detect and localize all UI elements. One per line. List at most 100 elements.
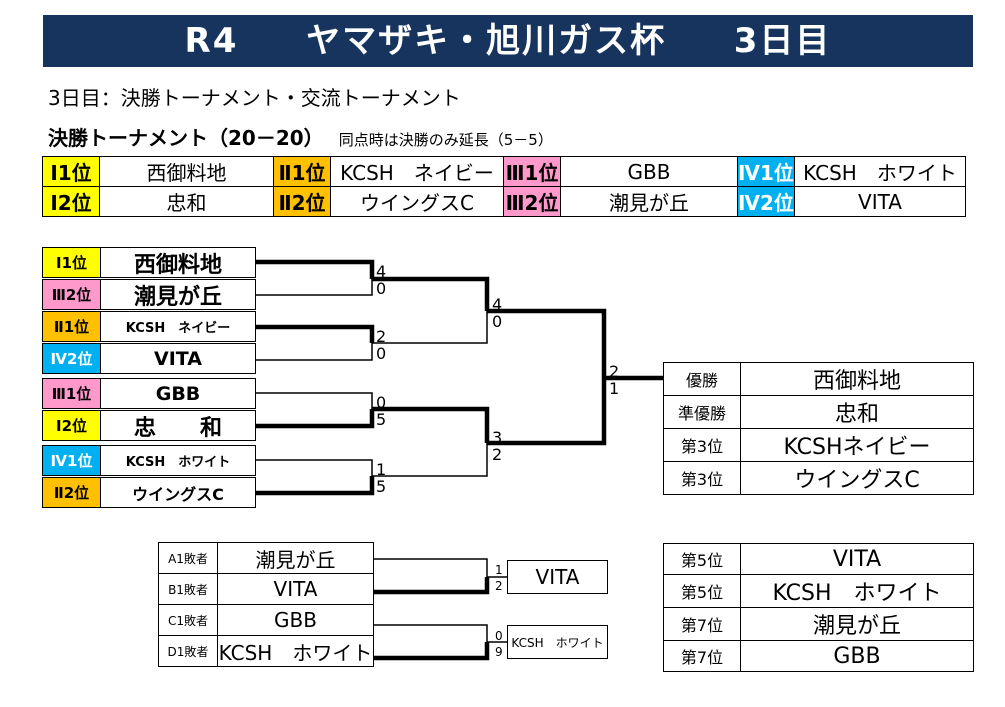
group-team: VITA	[794, 186, 966, 217]
score: 4	[492, 295, 503, 314]
score: 1	[609, 379, 620, 398]
score: 1	[495, 563, 503, 577]
seed-pos: Ⅱ2位	[43, 478, 101, 507]
bracket-seed: Ⅱ1位 KCSH ネイビー	[42, 311, 256, 342]
score: 2	[492, 445, 503, 464]
rank-team: KCSHネイビー	[740, 428, 974, 462]
loser-label: D1敗者	[158, 635, 218, 667]
table-row: 第3位 KCSHネイビー	[663, 428, 974, 462]
score: 5	[376, 477, 387, 496]
group-team: 西御料地	[99, 156, 274, 187]
seed-pos: Ⅲ2位	[43, 280, 101, 309]
consolation-winner: VITA	[507, 560, 608, 594]
group-pos: Ⅱ2位	[273, 186, 331, 217]
group-pos: Ⅰ2位	[42, 186, 100, 217]
rank-team: 西御料地	[740, 362, 974, 396]
seed-team: KCSH ネイビー	[125, 321, 231, 336]
score: 1	[376, 460, 387, 479]
loser-label: C1敗者	[158, 604, 218, 636]
title-name: ヤマザキ・旭川ガス杯	[306, 21, 667, 61]
seed-team: 忠 和	[133, 415, 222, 441]
title-year: R4	[184, 21, 239, 61]
rank-label: 優勝	[663, 362, 741, 396]
score: 9	[495, 645, 503, 659]
rank-label: 第7位	[663, 607, 741, 641]
seed-pos: Ⅰ1位	[43, 248, 101, 277]
note-heading: 決勝トーナメント（20－20）	[48, 126, 324, 150]
score: 0	[376, 344, 387, 363]
table-row: Ⅰ2位 忠和 Ⅱ2位 ウイングスC Ⅲ2位 潮見が丘 Ⅳ2位 VITA	[42, 186, 966, 217]
rank-team: VITA	[740, 543, 974, 575]
rank-label: 第3位	[663, 428, 741, 462]
table-row: 優勝 西御料地	[663, 362, 974, 396]
score: 0	[376, 279, 387, 298]
table-row: Ⅰ1位 西御料地 Ⅱ1位 KCSH ネイビー Ⅲ1位 GBB Ⅳ1位 KCSH …	[42, 156, 966, 187]
rank-label: 第7位	[663, 640, 741, 672]
group-pos: Ⅰ1位	[42, 156, 100, 187]
page-title: R4 ヤマザキ・旭川ガス杯 3日目	[43, 15, 973, 67]
loser-team: 潮見が丘	[217, 542, 374, 574]
score: 2	[495, 579, 503, 593]
tournament-note: 決勝トーナメント（20－20） 同点時は決勝のみ延長（5－5）	[48, 122, 553, 151]
bracket-seed: Ⅲ2位 潮見が丘	[42, 279, 256, 310]
table-row: 準優勝 忠和	[663, 395, 974, 429]
group-pos: Ⅲ2位	[503, 186, 561, 217]
title-day: 3日目	[733, 21, 832, 61]
score: 5	[376, 410, 387, 429]
score: 4	[376, 262, 387, 281]
seed-team: KCSH ホワイト	[125, 455, 231, 470]
bracket-seed: Ⅳ1位 KCSH ホワイト	[42, 445, 256, 476]
seed-pos: Ⅳ1位	[43, 446, 101, 475]
loser-team: GBB	[217, 604, 374, 636]
score: 2	[609, 362, 620, 381]
table-row: 第5位 VITA	[663, 543, 974, 575]
bracket-seed: Ⅰ1位 西御料地	[42, 247, 256, 278]
score: 3	[492, 428, 503, 447]
seed-team: VITA	[154, 347, 202, 370]
rank-label: 準優勝	[663, 395, 741, 429]
seed-pos: Ⅱ1位	[43, 312, 101, 341]
subtitle: 3日目：決勝トーナメント・交流トーナメント	[48, 86, 461, 110]
score: 0	[492, 312, 503, 331]
loser-label: A1敗者	[158, 542, 218, 574]
seed-team: GBB	[155, 382, 201, 405]
seed-pos: Ⅳ2位	[43, 344, 101, 373]
bracket-seed: Ⅲ1位 GBB	[42, 378, 256, 409]
seed-team: 西御料地	[133, 252, 222, 278]
consolation-winner: KCSH ホワイト	[507, 625, 608, 659]
group-pos: Ⅳ1位	[737, 156, 795, 187]
rank-label: 第5位	[663, 574, 741, 608]
seed-team: ウイングスC	[132, 484, 224, 504]
table-row: C1敗者 GBB	[158, 604, 374, 636]
table-row: 第7位 潮見が丘	[663, 607, 974, 641]
seed-pos: Ⅲ1位	[43, 379, 101, 408]
consolation-table: A1敗者 潮見が丘 B1敗者 VITA C1敗者 GBB D1敗者 KCSH ホ…	[158, 542, 374, 667]
standings-bottom-table: 第5位 VITA 第5位 KCSH ホワイト 第7位 潮見が丘 第7位 GBB	[663, 543, 974, 672]
group-team: KCSH ネイビー	[330, 156, 504, 187]
table-row: D1敗者 KCSH ホワイト	[158, 635, 374, 667]
rank-team: 忠和	[740, 395, 974, 429]
group-qualifiers-table: Ⅰ1位 西御料地 Ⅱ1位 KCSH ネイビー Ⅲ1位 GBB Ⅳ1位 KCSH …	[42, 156, 966, 217]
table-row: 第5位 KCSH ホワイト	[663, 574, 974, 608]
bracket-seed: Ⅰ2位 忠 和	[42, 410, 256, 441]
group-team: ウイングスC	[330, 186, 504, 217]
rank-label: 第5位	[663, 543, 741, 575]
group-team: 潮見が丘	[560, 186, 738, 217]
table-row: B1敗者 VITA	[158, 573, 374, 605]
rank-team: ウイングスC	[740, 461, 974, 495]
rank-team: 潮見が丘	[740, 607, 974, 641]
table-row: 第7位 GBB	[663, 640, 974, 672]
group-team: 忠和	[99, 186, 274, 217]
table-row: A1敗者 潮見が丘	[158, 542, 374, 574]
score: 0	[495, 629, 503, 643]
loser-team: KCSH ホワイト	[217, 635, 374, 667]
score: 0	[376, 393, 387, 412]
rank-label: 第3位	[663, 461, 741, 495]
seed-team: 潮見が丘	[133, 284, 222, 310]
rank-team: GBB	[740, 640, 974, 672]
group-team: GBB	[560, 156, 738, 187]
bracket-seed: Ⅱ2位 ウイングスC	[42, 477, 256, 508]
rank-team: KCSH ホワイト	[740, 574, 974, 608]
standings-top-table: 優勝 西御料地 準優勝 忠和 第3位 KCSHネイビー 第3位 ウイングスC	[663, 362, 974, 495]
